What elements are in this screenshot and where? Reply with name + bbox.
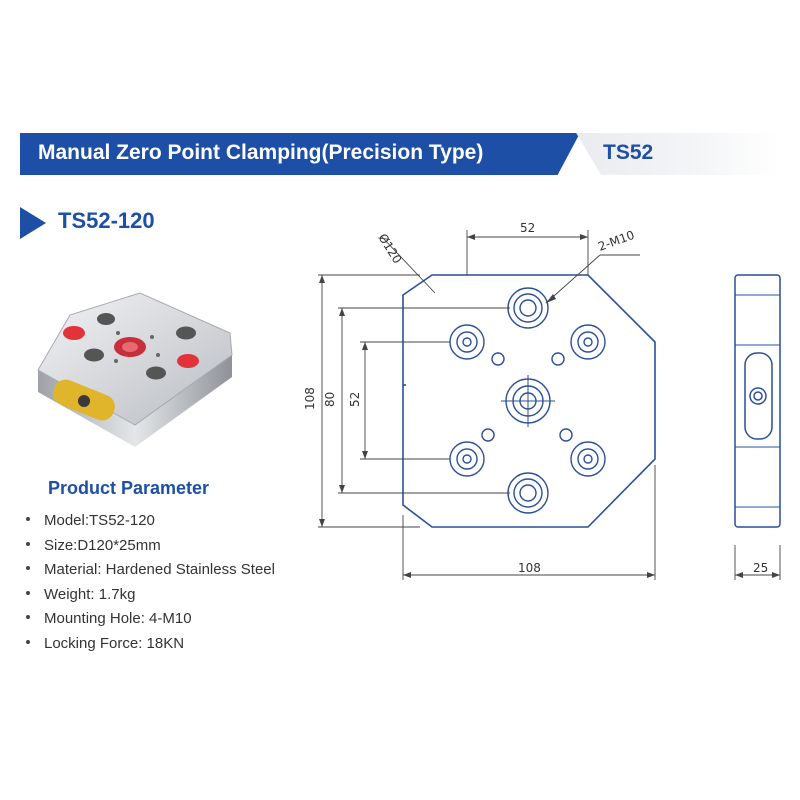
- header-series-panel: [576, 133, 780, 175]
- bullet-icon: [26, 541, 30, 546]
- dim-side-25: 25: [753, 561, 768, 575]
- parameter-text: Size:D120*25mm: [44, 536, 161, 554]
- dim-height-108: 108: [303, 387, 317, 410]
- dim-diameter: Ø120: [375, 231, 404, 266]
- page-title: Manual Zero Point Clamping(Precision Typ…: [38, 141, 484, 164]
- dim-bottom-108: 108: [518, 561, 541, 575]
- parameter-text: Model:TS52-120: [44, 512, 155, 529]
- parameter-text: Weight: 1.7kg: [44, 585, 136, 603]
- series-label: TS52: [603, 141, 654, 164]
- parameter-text: Material: Hardened Stainless Steel: [44, 561, 275, 578]
- bullet-icon: [26, 566, 30, 571]
- list-item: Weight: 1.7kg: [26, 583, 275, 608]
- dim-height-52: 52: [348, 392, 362, 407]
- bullet-icon: [26, 517, 30, 522]
- hole-ur: [570, 324, 606, 360]
- hole-ll: [449, 441, 485, 477]
- parameter-text: Locking Force: 18KN: [44, 634, 185, 652]
- list-item: Locking Force: 18KN: [26, 632, 275, 657]
- list-item: Model:TS52-120: [26, 509, 275, 534]
- play-triangle-icon: [20, 207, 46, 239]
- technical-drawing: 52 Ø120 2-M10 108 80 52 108 25: [303, 221, 781, 580]
- parameter-list: Model:TS52-120 Size:D120*25mm Material: …: [26, 509, 275, 656]
- parameter-heading: Product Parameter: [48, 478, 210, 498]
- hole-lr: [570, 441, 606, 477]
- list-item: Size:D120*25mm: [26, 534, 275, 559]
- list-item: Mounting Hole: 4-M10: [26, 607, 275, 632]
- bullet-icon: [26, 639, 30, 644]
- model-title: TS52-120: [58, 208, 155, 233]
- side-view: [734, 274, 781, 528]
- list-item: Material: Hardened Stainless Steel: [26, 558, 275, 583]
- bullet-icon: [26, 615, 30, 620]
- product-photo: [37, 292, 233, 447]
- hole-ul: [449, 324, 485, 360]
- dim-top-52: 52: [520, 221, 535, 235]
- dim-height-80: 80: [323, 392, 337, 407]
- parameter-text: Mounting Hole: 4-M10: [44, 610, 192, 627]
- dim-hole-spec: 2-M10: [596, 228, 636, 254]
- header-banner: [20, 133, 580, 175]
- bullet-icon: [26, 590, 30, 595]
- plate-outline: [402, 274, 656, 528]
